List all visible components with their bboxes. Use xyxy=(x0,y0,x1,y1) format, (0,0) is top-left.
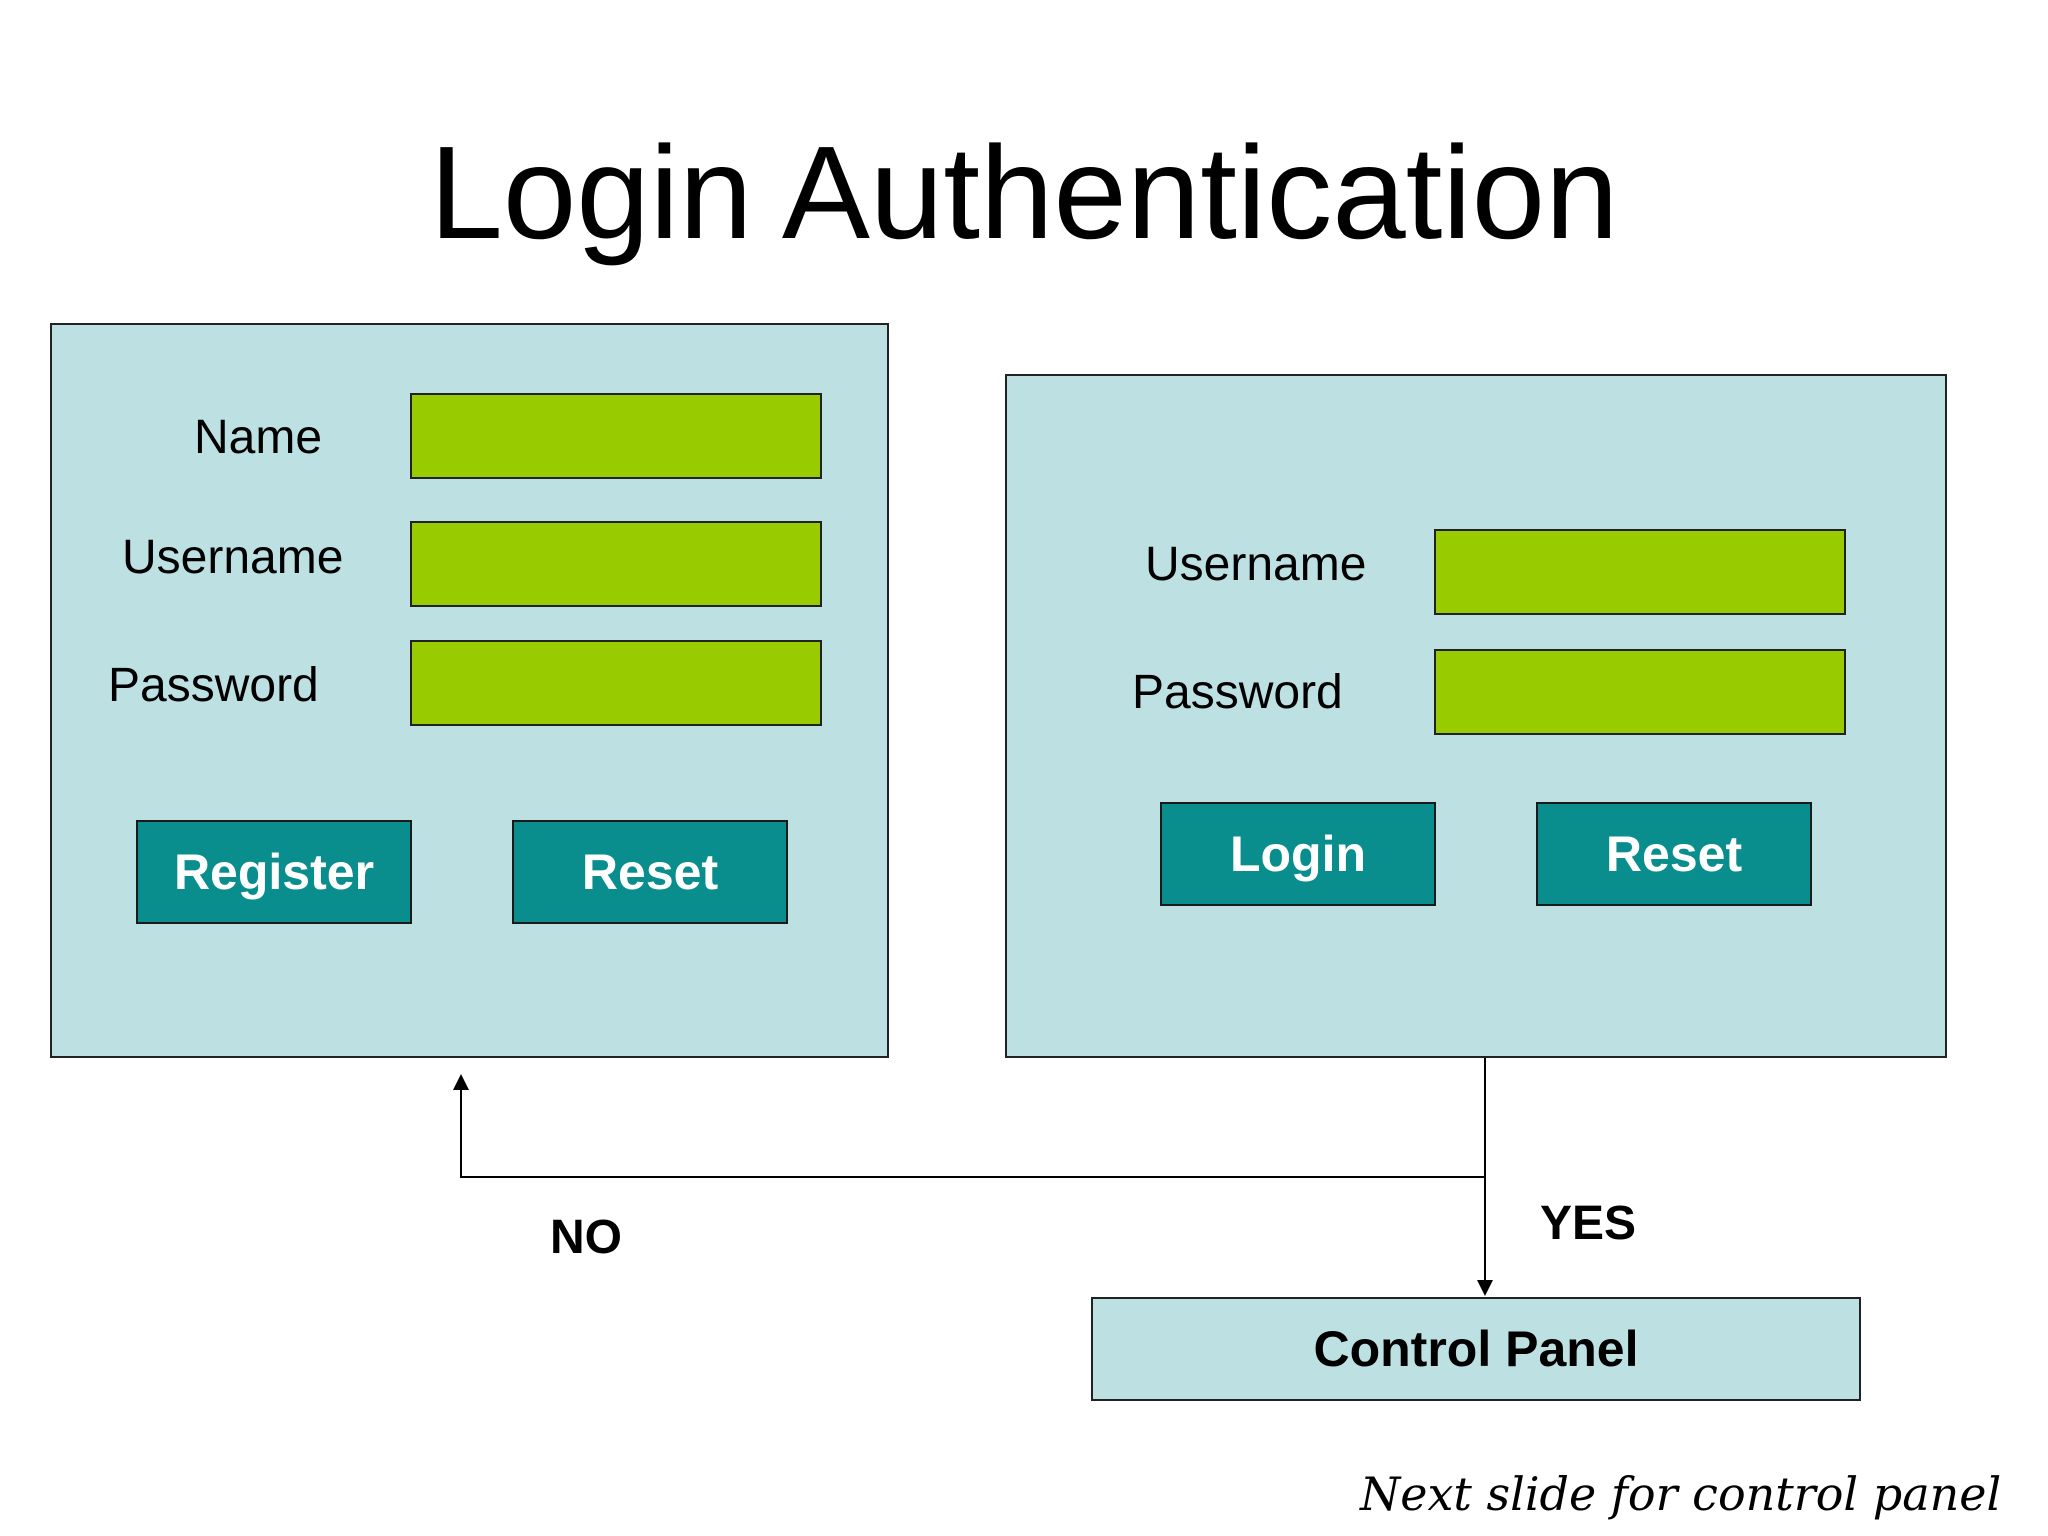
login-button[interactable]: Login xyxy=(1160,802,1436,906)
name-label: Name xyxy=(194,411,323,464)
login-username-field[interactable] xyxy=(1434,529,1846,615)
login-password-label: Password xyxy=(1132,666,1343,719)
register-password-field[interactable] xyxy=(410,640,822,726)
login-panel: Username Password Login Reset xyxy=(1005,374,1947,1058)
yes-arrowhead xyxy=(1477,1280,1493,1296)
register-panel: Name Username Password Register Reset xyxy=(50,323,889,1058)
login-username-label: Username xyxy=(1145,538,1367,591)
no-return-line xyxy=(460,1088,1485,1178)
name-field[interactable] xyxy=(410,393,822,479)
register-username-label: Username xyxy=(122,531,344,584)
register-username-field[interactable] xyxy=(410,521,822,607)
login-password-field[interactable] xyxy=(1434,649,1846,735)
register-button[interactable]: Register xyxy=(136,820,412,924)
handwritten-note: Next slide for control panel xyxy=(1360,1467,2002,1521)
register-password-label: Password xyxy=(108,659,319,712)
no-label: NO xyxy=(550,1211,622,1264)
page-title: Login Authentication xyxy=(429,119,1619,266)
control-panel-label: Control Panel xyxy=(1313,1321,1639,1377)
yes-label: YES xyxy=(1540,1197,1637,1250)
control-panel-box: Control Panel xyxy=(1091,1297,1861,1401)
register-reset-button[interactable]: Reset xyxy=(512,820,788,924)
login-reset-button[interactable]: Reset xyxy=(1536,802,1812,906)
no-arrowhead xyxy=(453,1074,469,1090)
